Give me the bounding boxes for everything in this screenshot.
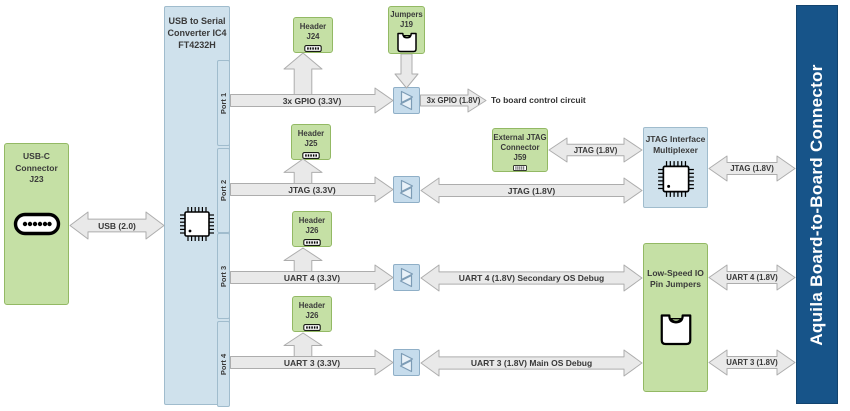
- jtag-mux-node: JTAG Interface Multiplexer: [643, 127, 708, 208]
- uart4-1v8-label: UART 4 (1.8V): [726, 273, 778, 282]
- header-j24-label: Header J24: [299, 22, 327, 41]
- usb-c-title-1: USB-C: [23, 151, 50, 161]
- pin-header-icon: [303, 239, 321, 246]
- low-speed-io-label-2: Pin Jumpers: [649, 279, 702, 289]
- uart3-1v8-label: UART 3 (1.8V): [726, 358, 778, 367]
- header-j26-uart4-label: Header J26: [298, 216, 326, 235]
- converter-title-3: FT4232H: [178, 40, 216, 50]
- uart4-1v8-debug-label: UART 4 (1.8V) Secondary OS Debug: [458, 273, 605, 283]
- arrow-to-header-j24: [283, 52, 323, 95]
- jtag-1v8-b2b-arrow: JTAG (1.8V): [708, 155, 796, 182]
- gpio-3v3-arrow: 3x GPIO (3.3V): [230, 87, 394, 114]
- jtag-1v8-mux-arrow: JTAG (1.8V): [420, 177, 643, 204]
- usb-arrow: USB (2.0): [69, 211, 165, 240]
- low-speed-io-label-1: Low-Speed IO: [647, 268, 704, 278]
- jtag-3v3-arrow: JTAG (3.3V): [230, 176, 394, 203]
- low-speed-io-node: Low-Speed IO Pin Jumpers: [643, 243, 708, 392]
- port-4: Port 4: [217, 321, 230, 407]
- level-shifter-icon: [399, 179, 414, 200]
- b2b-connector-label: Aquila Board-to-Board Connector: [807, 63, 826, 346]
- arrow-to-header-j26-uart4: [283, 247, 323, 277]
- jtag-mux-label-2: Multiplexer: [653, 144, 698, 155]
- jtag-header-icon: [513, 165, 527, 171]
- usb-arrow-label: USB (2.0): [98, 220, 136, 231]
- level-shifter-gpio: [393, 87, 420, 114]
- external-jtag-label-1: External JTAG: [493, 133, 547, 142]
- uart3-1v8-arrow: UART 3 (1.8V): [708, 349, 796, 376]
- jumpers-j19-label-1: Jumpers: [390, 10, 423, 19]
- arrow-to-header-j26-uart3: [283, 332, 323, 362]
- jumper-icon: [660, 314, 691, 346]
- port-1: Port 1: [217, 60, 230, 146]
- jtag-3v3-label: JTAG (3.3V): [288, 184, 336, 195]
- level-shifter-icon: [399, 90, 414, 111]
- uart4-1v8-arrow: UART 4 (1.8V): [708, 264, 796, 291]
- jtag-1v8-ext-arrow: JTAG (1.8V): [548, 137, 643, 163]
- header-j24-node: Header J24: [293, 17, 333, 53]
- jtag-1v8-mux-label: JTAG (1.8V): [507, 185, 556, 196]
- external-jtag-node: External JTAG Connector J59: [492, 128, 548, 172]
- uart4-3v3-label: UART 4 (3.3V): [283, 272, 341, 283]
- level-shifter-uart3: [393, 349, 420, 376]
- header-j25-label: Header J25: [297, 129, 325, 148]
- arrow-to-header-j25: [283, 158, 323, 190]
- pin-header-icon: [304, 45, 322, 52]
- usb-c-connector-node: USB-C Connector J23: [4, 143, 69, 305]
- usb-c-title-3: J23: [29, 174, 44, 184]
- header-j26-uart3-label: Header J26: [298, 301, 326, 320]
- jtag-1v8-b2b-label: JTAG (1.8V): [730, 164, 774, 173]
- arrow-from-jumpers-j19: [394, 54, 419, 89]
- converter-title-1: USB to Serial: [168, 16, 226, 26]
- gpio-1v8-arrow: 3x GPIO (1.8V): [420, 88, 487, 113]
- level-shifter-icon: [399, 267, 414, 288]
- uart3-1v8-debug-arrow: UART 3 (1.8V) Main OS Debug: [420, 349, 643, 377]
- converter-title-2: Converter IC4: [167, 28, 227, 38]
- port-3: Port 3: [217, 233, 230, 319]
- port-2-label: Port 2: [219, 179, 229, 202]
- b2b-connector-node: Aquila Board-to-Board Connector: [796, 5, 838, 404]
- jtag-1v8-ext-label: JTAG (1.8V): [573, 145, 618, 155]
- converter-chip-icon: [180, 207, 214, 241]
- uart3-3v3-label: UART 3 (3.3V): [283, 357, 341, 368]
- header-j26-uart4-node: Header J26: [292, 211, 332, 247]
- uart4-3v3-arrow: UART 4 (3.3V): [230, 264, 394, 291]
- header-j26-uart3-node: Header J26: [292, 296, 332, 332]
- usb-c-title-2: Connector: [15, 162, 58, 173]
- jumpers-j19-label-2: J19: [399, 20, 413, 29]
- jumper-icon: [396, 32, 417, 53]
- uart3-1v8-debug-label: UART 3 (1.8V) Main OS Debug: [470, 358, 593, 368]
- jumpers-j19-node: Jumpers J19: [388, 6, 425, 54]
- level-shifter-jtag: [393, 176, 420, 203]
- pin-header-icon: [303, 324, 321, 331]
- port-1-label: Port 1: [219, 92, 229, 114]
- gpio-1v8-label: 3x GPIO (1.8V): [426, 96, 481, 105]
- port-2: Port 2: [217, 148, 230, 233]
- level-shifter-icon: [399, 352, 414, 373]
- uart4-1v8-debug-arrow: UART 4 (1.8V) Secondary OS Debug: [420, 264, 643, 292]
- uart3-3v3-arrow: UART 3 (3.3V): [230, 349, 394, 376]
- header-j25-node: Header J25: [291, 124, 331, 160]
- level-shifter-uart4: [393, 264, 420, 291]
- usb-c-port-icon: [13, 212, 60, 236]
- jtag-mux-label-1: JTAG Interface: [645, 134, 706, 144]
- mux-chip-icon: [657, 161, 694, 197]
- external-jtag-label-2: Connector J59: [500, 143, 540, 162]
- gpio-3v3-label: 3x GPIO (3.3V): [282, 95, 342, 106]
- port-3-label: Port 3: [219, 265, 229, 287]
- pin-header-icon: [302, 152, 320, 159]
- board-control-note: To board control circuit: [491, 95, 586, 105]
- port-4-label: Port 4: [219, 353, 229, 375]
